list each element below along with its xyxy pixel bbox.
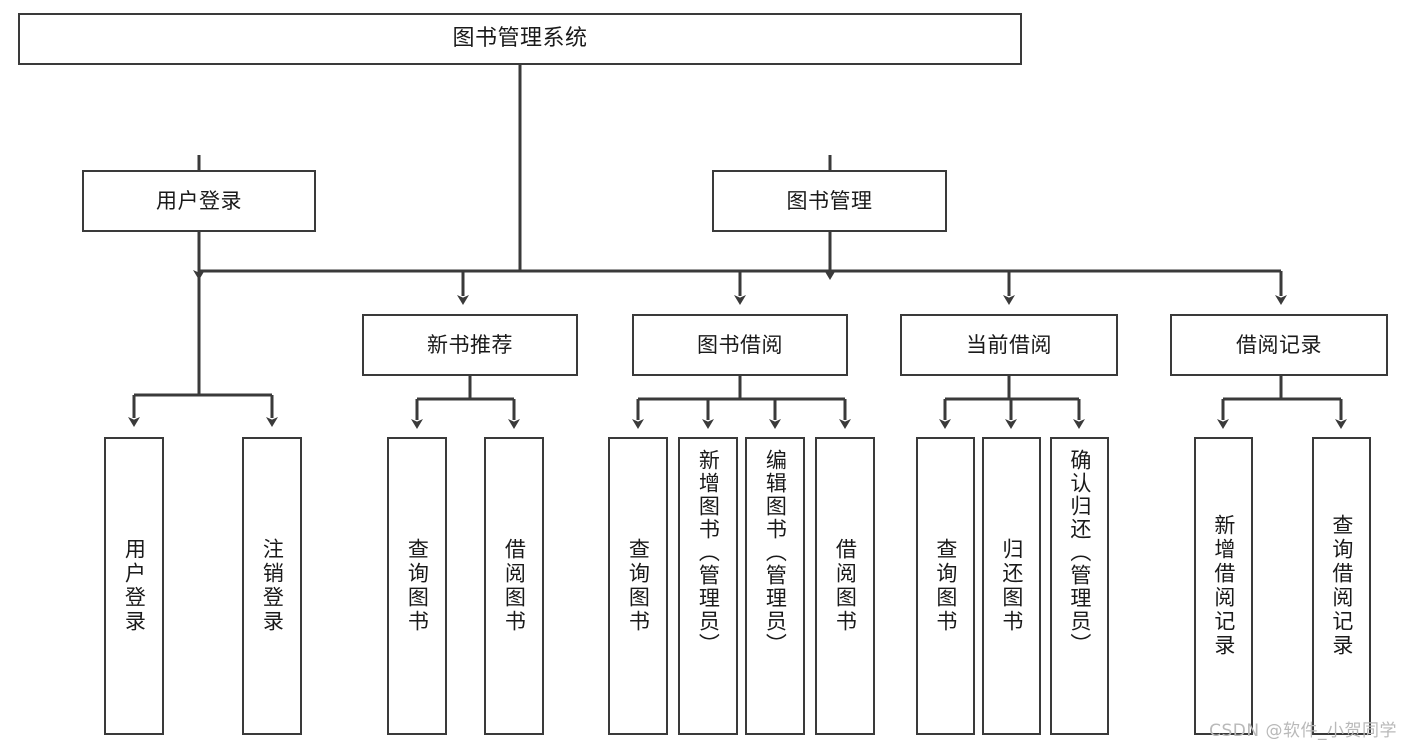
node-new-book-recommend[interactable]: 新书推荐 [362,314,578,376]
node-book-borrow[interactable]: 图书借阅 [632,314,848,376]
leaf-new-book-query[interactable]: 查询图书 [387,437,447,735]
node-user-login-label: 用户登录 [156,188,242,213]
node-book-borrow-label: 图书借阅 [697,332,783,357]
leaf-new-book-borrow[interactable]: 借阅图书 [484,437,544,735]
leaf-current-confirm-return-admin-label: 确认归还（管理员） [1067,449,1092,656]
node-root[interactable]: 图书管理系统 [18,13,1022,65]
leaf-current-query[interactable]: 查询图书 [916,437,975,735]
leaf-records-add[interactable]: 新增借阅记录 [1194,437,1253,735]
node-root-label: 图书管理系统 [452,26,588,52]
leaf-borrow-add-admin[interactable]: 新增图书（管理员） [678,437,738,735]
node-new-book-recommend-label: 新书推荐 [427,332,513,357]
leaf-current-return[interactable]: 归还图书 [982,437,1041,735]
leaf-new-book-query-label: 查询图书 [405,538,430,634]
node-user-login[interactable]: 用户登录 [82,170,316,232]
leaf-user-login-signin-label: 用户登录 [122,538,147,634]
leaf-user-login-signout-label: 注销登录 [260,538,285,634]
leaf-user-login-signout[interactable]: 注销登录 [242,437,302,735]
node-current-borrow[interactable]: 当前借阅 [900,314,1118,376]
leaf-borrow-borrow-book-label: 借阅图书 [833,538,858,634]
leaf-borrow-edit-admin-label: 编辑图书（管理员） [763,449,788,656]
leaf-records-add-label: 新增借阅记录 [1211,514,1236,658]
leaf-borrow-borrow-book[interactable]: 借阅图书 [815,437,875,735]
leaf-current-confirm-return-admin[interactable]: 确认归还（管理员） [1050,437,1109,735]
leaf-borrow-edit-admin[interactable]: 编辑图书（管理员） [745,437,805,735]
leaf-records-query[interactable]: 查询借阅记录 [1312,437,1371,735]
node-book-management-label: 图书管理 [786,188,873,213]
leaf-borrow-query[interactable]: 查询图书 [608,437,668,735]
watermark: CSDN @软件_小贺同学 [1209,721,1397,741]
node-current-borrow-label: 当前借阅 [966,332,1052,357]
leaf-records-query-label: 查询借阅记录 [1329,514,1354,658]
leaf-current-return-label: 归还图书 [999,538,1024,634]
node-borrow-records[interactable]: 借阅记录 [1170,314,1388,376]
leaf-borrow-query-label: 查询图书 [626,538,651,634]
leaf-user-login-signin[interactable]: 用户登录 [104,437,164,735]
node-borrow-records-label: 借阅记录 [1236,332,1322,357]
leaf-borrow-add-admin-label: 新增图书（管理员） [696,449,721,656]
node-book-management[interactable]: 图书管理 [712,170,947,232]
leaf-current-query-label: 查询图书 [933,538,958,634]
leaf-new-book-borrow-label: 借阅图书 [502,538,527,634]
